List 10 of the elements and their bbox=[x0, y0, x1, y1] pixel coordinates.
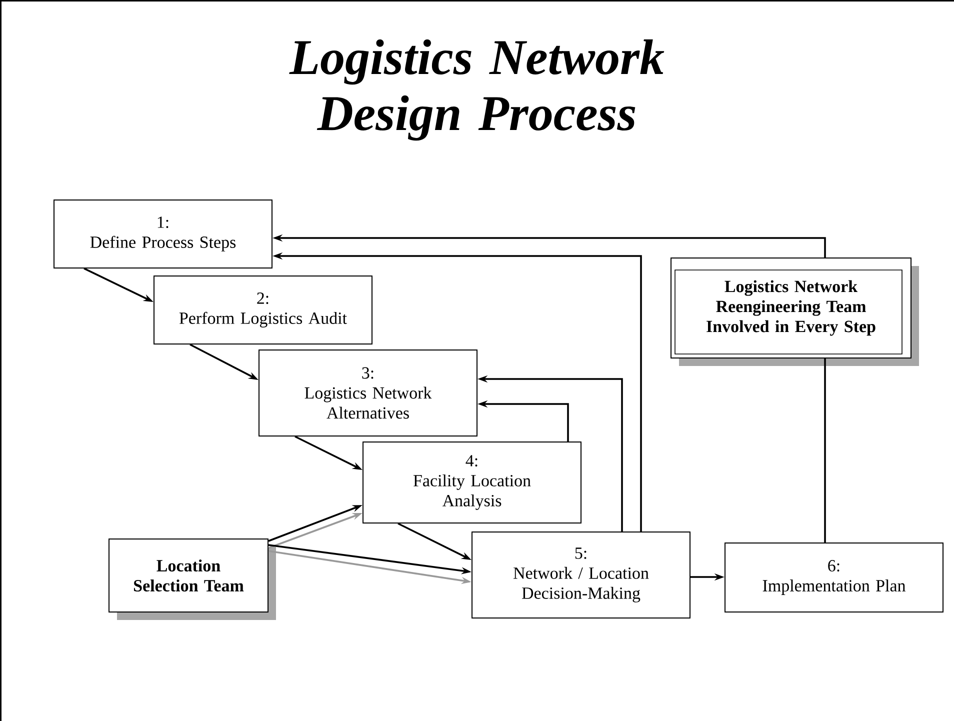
connector-line bbox=[824, 358, 826, 542]
process-box: 1: Define Process Steps bbox=[54, 200, 272, 268]
team-box: Location Selection Team bbox=[108, 538, 276, 620]
process-box: 3: Logistics Network Alternatives bbox=[258, 350, 478, 436]
process-box: 2: Perform Logistics Audit bbox=[154, 276, 372, 344]
process-box: 5: Network / Location Decision-Making bbox=[472, 532, 690, 618]
process-box: 4: Facility Location Analysis bbox=[362, 442, 582, 524]
team-box: Logistics Network Reengineering Team Involved in Every Step bbox=[670, 258, 919, 366]
title: Logistics Network Design Process bbox=[289, 39, 664, 141]
process-box: 6: Implementation Plan bbox=[724, 542, 944, 612]
